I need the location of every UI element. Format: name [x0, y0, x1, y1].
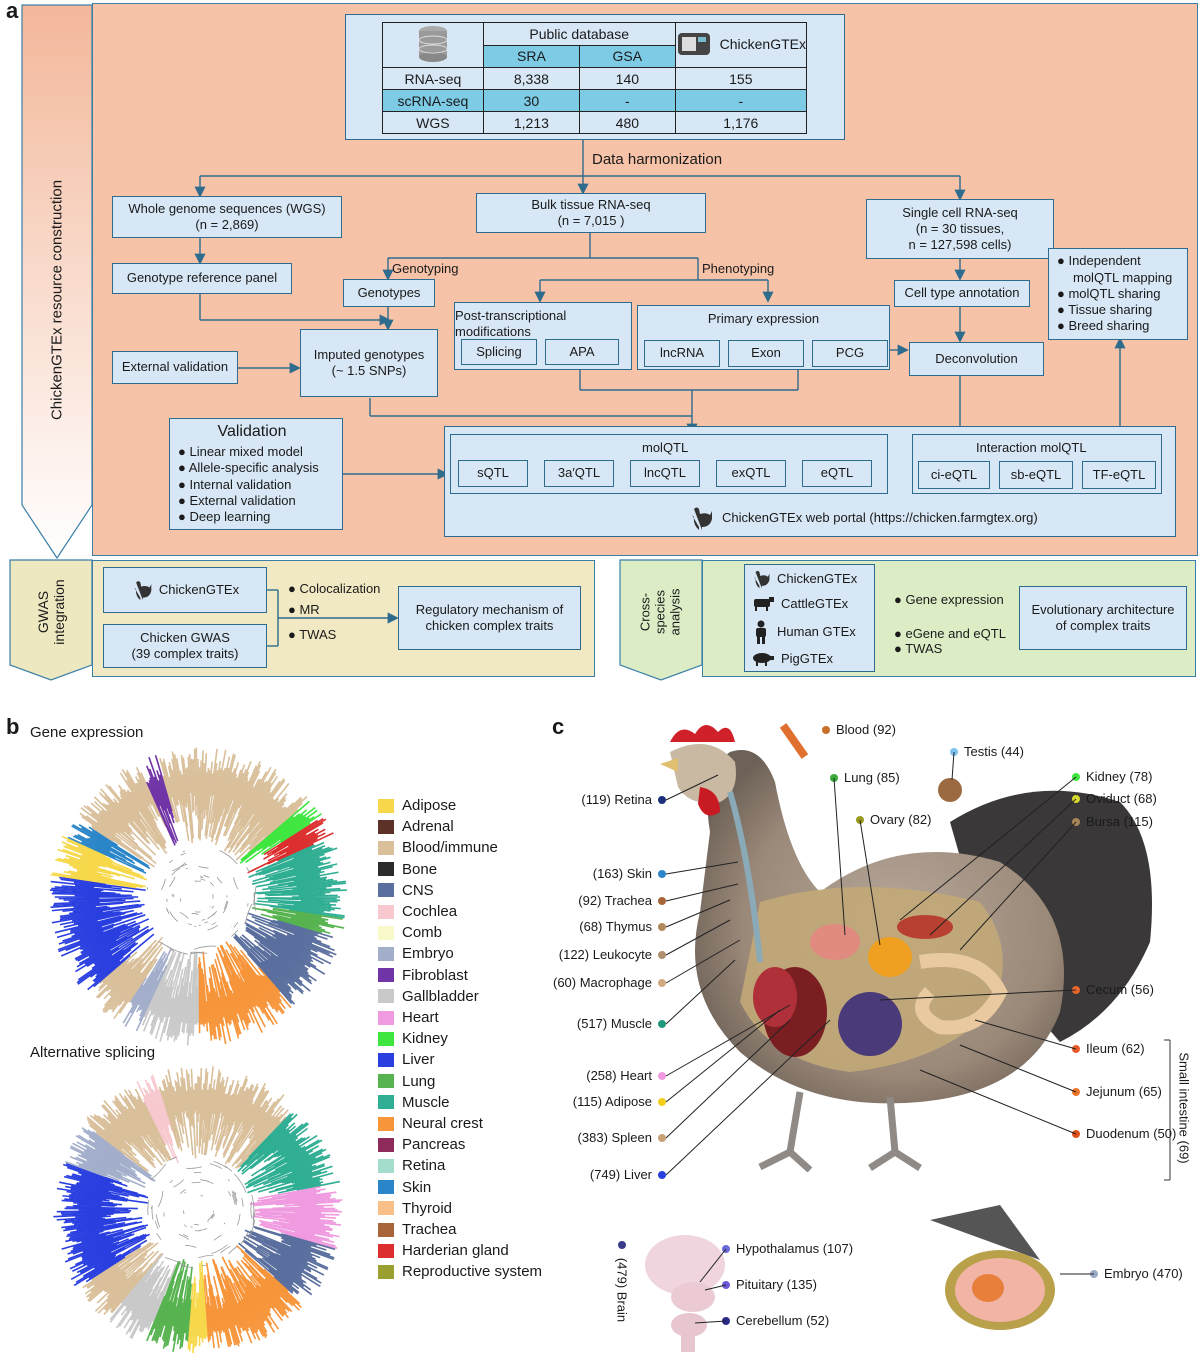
organ-leader [975, 1020, 1076, 1049]
organ-leader [834, 778, 845, 935]
organ-leader [920, 1070, 1076, 1134]
organ-leader [666, 884, 738, 901]
organ-leader [666, 1010, 780, 1102]
organ-leader [666, 940, 740, 983]
organ-leader [666, 862, 738, 874]
organ-leader [695, 1321, 726, 1323]
organ-leader [666, 920, 730, 955]
organ-leader [960, 822, 1076, 950]
organ-leader [700, 1249, 726, 1282]
organ-leader [860, 820, 880, 945]
organ-leader [666, 775, 718, 800]
organ-leader [705, 1285, 726, 1290]
brain-bracket [612, 1240, 632, 1350]
organ-leader [666, 960, 735, 1024]
organ-leader [666, 1020, 790, 1138]
organ-leader [900, 777, 1076, 920]
organ-leader [952, 752, 954, 780]
organ-leader [666, 1005, 790, 1076]
organ-leader [930, 799, 1076, 935]
organ-leader [666, 1020, 830, 1175]
organ-leader [960, 1045, 1076, 1092]
small-intestine-bracket [1160, 1035, 1180, 1185]
organ-leader [880, 990, 1076, 1000]
organ-leader [666, 900, 730, 927]
